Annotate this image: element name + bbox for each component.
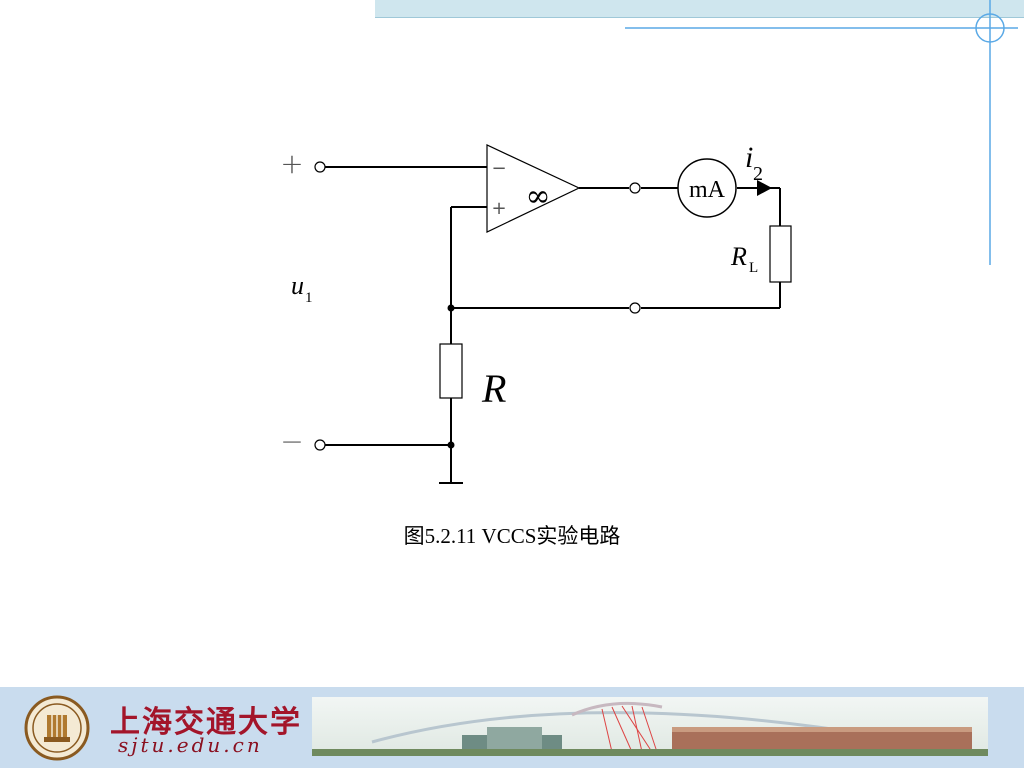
ammeter-circle xyxy=(677,158,737,218)
minus-terminal-label: − xyxy=(280,425,303,458)
terminal-input-minus xyxy=(314,439,326,451)
corner-decoration xyxy=(625,0,1018,265)
opamp-plus-label: + xyxy=(491,198,506,219)
current-label: i xyxy=(745,141,753,174)
r-label: R xyxy=(481,366,506,411)
infinity-symbol: ∞ xyxy=(526,179,551,214)
header-band xyxy=(375,0,1024,18)
terminal-output-top xyxy=(629,182,641,194)
opamp-minus-label: − xyxy=(491,158,506,179)
junction-dot-upper xyxy=(447,304,455,312)
u1-label: u xyxy=(291,271,304,300)
university-logo: 上海交通大学 sjtu.edu.cn xyxy=(22,695,300,761)
rl-label: R xyxy=(730,242,747,271)
resistor-rl xyxy=(769,225,792,283)
university-url: sjtu.edu.cn xyxy=(118,733,263,757)
university-seal-icon xyxy=(24,695,90,761)
footer-bar: 上海交通大学 sjtu.edu.cn xyxy=(0,687,1024,768)
deco-circle xyxy=(975,13,1005,43)
current-label-subscript: 2 xyxy=(753,163,763,185)
rl-label-subscript: L xyxy=(749,260,758,276)
plus-terminal-label: + xyxy=(280,147,303,180)
opamp-triangle xyxy=(486,144,581,233)
u1-label-subscript: 1 xyxy=(305,290,313,306)
resistor-r xyxy=(439,343,463,399)
campus-banner-image xyxy=(312,697,988,756)
ammeter-label: mA xyxy=(689,177,726,203)
terminal-output-bottom xyxy=(629,302,641,314)
terminal-input-plus xyxy=(314,161,326,173)
figure-caption: 图5.2.11 VCCS实验电路 xyxy=(403,524,621,548)
current-arrow-icon xyxy=(757,180,772,196)
vccs-circuit-diagram: + − − + ∞ mA i 2 R L u 1 R xyxy=(280,141,792,484)
junction-dot-lower xyxy=(447,441,455,449)
university-name: 上海交通大学 xyxy=(110,705,302,740)
